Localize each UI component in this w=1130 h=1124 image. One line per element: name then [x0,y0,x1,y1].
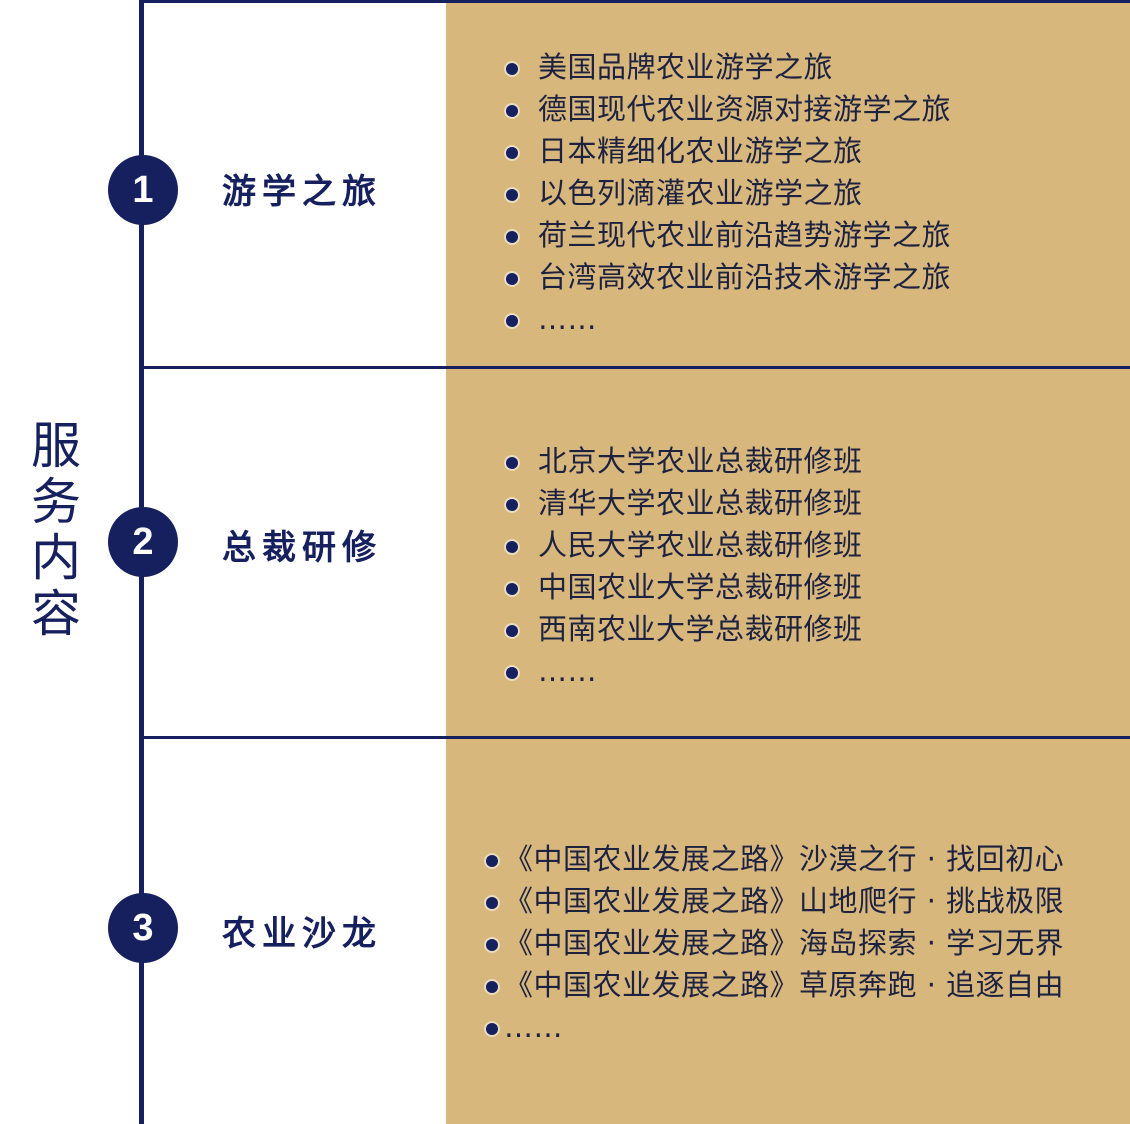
list-item-text: 《中国农业发展之路》草原奔跑 · 追逐自由 [504,968,1065,1002]
bullet-icon [506,315,518,327]
list-item: 北京大学农业总裁研修班 [506,440,863,482]
list-item: 《中国农业发展之路》山地爬行 · 挑战极限 [486,880,1064,922]
section-item-list: 《中国农业发展之路》沙漠之行 · 找回初心 《中国农业发展之路》山地爬行 · 挑… [486,838,1064,1048]
list-item: …… [486,1006,1064,1048]
bullet-icon [506,499,518,511]
bullet-icon [506,147,518,159]
section-divider [140,736,1130,739]
section-number-badge: 1 [108,155,178,225]
bullet-icon [486,1023,498,1035]
list-item: 清华大学农业总裁研修班 [506,482,863,524]
list-item-text: 荷兰现代农业前沿趋势游学之旅 [538,218,952,252]
bullet-icon [486,855,498,867]
list-item: 《中国农业发展之路》沙漠之行 · 找回初心 [486,838,1064,880]
list-item-text: 德国现代农业资源对接游学之旅 [538,92,952,126]
list-item-text: 《中国农业发展之路》沙漠之行 · 找回初心 [504,842,1065,876]
section-title: 农业沙龙 [222,914,382,954]
bullet-icon [486,939,498,951]
content-panel-background [446,0,1130,1124]
list-item-text: 美国品牌农业游学之旅 [538,50,834,84]
bullet-icon [486,897,498,909]
list-item: 人民大学农业总裁研修班 [506,524,863,566]
list-item-text: 日本精细化农业游学之旅 [538,134,863,168]
bullet-icon [506,273,518,285]
bullet-icon [506,583,518,595]
list-item-text: 人民大学农业总裁研修班 [538,528,863,562]
list-item: 台湾高效农业前沿技术游学之旅 [506,256,951,298]
bullet-icon [486,981,498,993]
list-item-text: 《中国农业发展之路》海岛探索 · 学习无界 [504,926,1065,960]
side-title: 服务内容 [31,417,81,643]
bullet-icon [506,625,518,637]
list-item: …… [506,298,951,340]
list-item-text: …… [538,654,597,688]
list-item-text: 《中国农业发展之路》山地爬行 · 挑战极限 [504,884,1065,918]
bullet-icon [506,457,518,469]
list-item-text: …… [538,302,597,336]
list-item: 《中国农业发展之路》海岛探索 · 学习无界 [486,922,1064,964]
section-title: 总裁研修 [222,528,382,568]
section-divider [140,366,1130,369]
bullet-icon [506,541,518,553]
section-number-badge: 3 [108,893,178,963]
list-item-text: 清华大学农业总裁研修班 [538,486,863,520]
list-item: 德国现代农业资源对接游学之旅 [506,88,951,130]
bullet-icon [506,231,518,243]
list-item: …… [506,650,863,692]
list-item: 《中国农业发展之路》草原奔跑 · 追逐自由 [486,964,1064,1006]
list-item-text: 以色列滴灌农业游学之旅 [538,176,863,210]
bullet-icon [506,105,518,117]
list-item-text: 中国农业大学总裁研修班 [538,570,863,604]
bullet-icon [506,63,518,75]
list-item: 荷兰现代农业前沿趋势游学之旅 [506,214,951,256]
section-item-list: 美国品牌农业游学之旅 德国现代农业资源对接游学之旅 日本精细化农业游学之旅 以色… [506,46,951,340]
section-title: 游学之旅 [222,172,382,212]
list-item: 中国农业大学总裁研修班 [506,566,863,608]
bullet-icon [506,667,518,679]
list-item-text: 北京大学农业总裁研修班 [538,444,863,478]
list-item: 以色列滴灌农业游学之旅 [506,172,951,214]
section-number-badge: 2 [108,507,178,577]
section-item-list: 北京大学农业总裁研修班 清华大学农业总裁研修班 人民大学农业总裁研修班 中国农业… [506,440,863,692]
list-item-text: 西南农业大学总裁研修班 [538,612,863,646]
bullet-icon [506,189,518,201]
list-item-text: 台湾高效农业前沿技术游学之旅 [538,260,952,294]
top-border-line [140,0,1130,3]
list-item-text: …… [504,1010,563,1044]
list-item: 日本精细化农业游学之旅 [506,130,951,172]
list-item: 美国品牌农业游学之旅 [506,46,951,88]
list-item: 西南农业大学总裁研修班 [506,608,863,650]
